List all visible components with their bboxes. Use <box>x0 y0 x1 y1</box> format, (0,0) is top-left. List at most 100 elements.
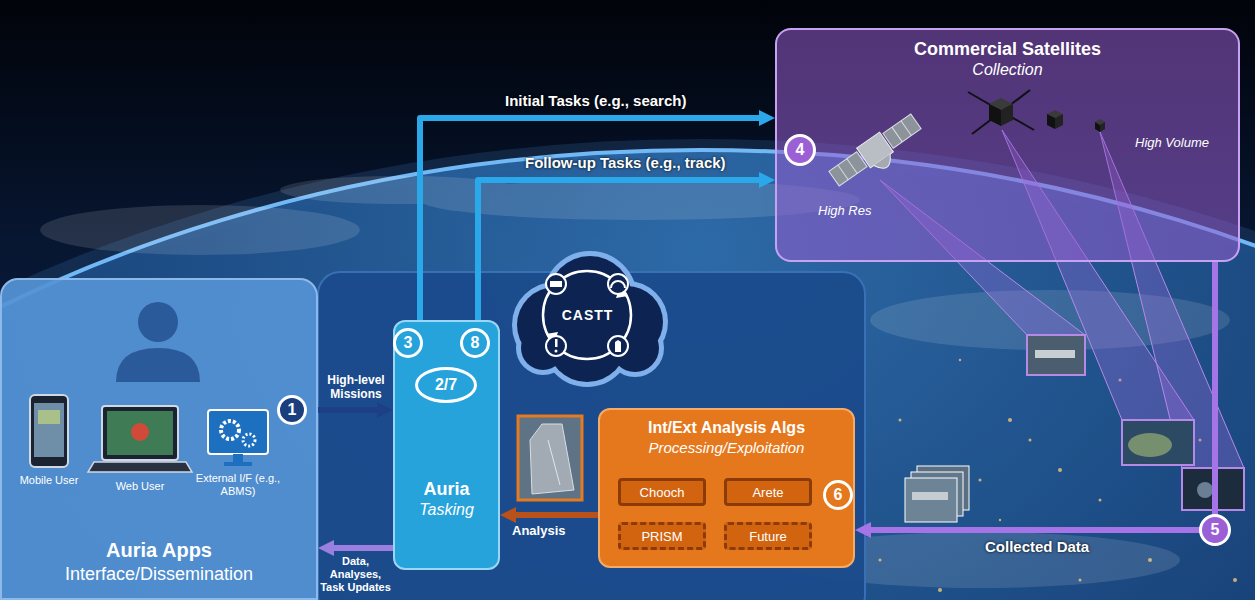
callout-number: 8 <box>460 328 490 358</box>
part-label: External I/F (e.g., ABMS) <box>188 472 288 498</box>
node-text: Tasking <box>419 500 474 520</box>
svg-rect <box>829 152 867 186</box>
svg-polygon <box>1095 122 1100 132</box>
node-text: CASTT <box>562 307 614 323</box>
cloud-lobe <box>611 324 659 372</box>
collected-image-stack <box>905 466 969 522</box>
svg-circle <box>555 350 558 353</box>
callout-number: 6 <box>823 480 853 510</box>
node-text: Auria Apps <box>106 538 212 562</box>
svg-polygon <box>1055 114 1063 129</box>
svg-circle <box>1099 499 1102 502</box>
flow-arrow <box>510 512 598 518</box>
svg-circle <box>131 423 149 441</box>
node-text: Interface/Dissemination <box>65 562 253 586</box>
svg-path <box>116 348 200 382</box>
svg-polygon <box>1001 104 1013 126</box>
callout-number: 1 <box>277 395 307 425</box>
node-text: Chooch <box>640 485 685 500</box>
high-res-satellite <box>827 111 928 195</box>
svg-ellipse <box>1128 433 1172 457</box>
edge-label: Collected Data <box>985 538 1089 555</box>
phone-icon <box>30 395 68 467</box>
node-text: Commercial Satellites <box>914 38 1101 60</box>
svg-circle <box>1197 482 1213 498</box>
carrier-image <box>518 416 582 500</box>
svg-rect <box>1035 350 1075 358</box>
cloud-lobe <box>547 302 627 382</box>
svg-path <box>611 281 625 288</box>
svg-polygon <box>989 104 1001 126</box>
svg-rect <box>208 410 268 454</box>
node-text: Arete <box>752 485 783 500</box>
part-label: High Res <box>818 203 871 218</box>
svg-ellipse <box>40 205 360 255</box>
edge-label: Initial Tasks (e.g., search) <box>505 92 686 109</box>
algorithm-box: Chooch <box>618 478 706 506</box>
flow-arrow <box>318 407 383 413</box>
castt-cycle-icon <box>543 271 631 359</box>
svg-polygon <box>88 462 192 472</box>
svg-rect <box>34 403 64 457</box>
svg-circle <box>546 336 566 356</box>
image-thumbnails <box>1027 335 1244 510</box>
svg-circle <box>899 419 902 422</box>
svg-line <box>847 159 857 174</box>
svg-path <box>874 154 896 173</box>
future-algorithm-box: PRISM <box>618 522 706 550</box>
svg-circle <box>243 434 255 446</box>
node-text: PRISM <box>641 529 682 544</box>
flow-arrow <box>865 262 1215 530</box>
svg-rect <box>38 410 60 424</box>
cloud-lobe <box>611 324 659 372</box>
svg-rect <box>102 406 178 460</box>
svg-polygon <box>1100 122 1105 132</box>
node-text: Future <box>749 529 787 544</box>
svg-circle <box>959 359 961 361</box>
node-text: Collection <box>972 60 1042 80</box>
laptop-icon <box>88 406 192 472</box>
svg-circle <box>938 588 942 592</box>
callout-number: 3 <box>393 328 423 358</box>
svg-rect <box>1027 335 1085 375</box>
svg-line <box>968 92 1034 130</box>
svg-rect <box>883 114 921 148</box>
edge-label: Data, Analyses, Task Updates <box>318 555 393 594</box>
castt-cloud: CASTT <box>505 240 670 390</box>
cloud-lobe <box>547 302 627 382</box>
user-icon <box>116 302 200 382</box>
svg-line <box>548 440 560 485</box>
svg-line <box>838 165 848 180</box>
svg-line <box>901 121 911 136</box>
svg-circle <box>1008 418 1012 422</box>
svg-line <box>892 127 902 142</box>
svg-rect <box>555 339 558 347</box>
part-label: Mobile User <box>6 474 92 486</box>
high-volume-satellites <box>968 90 1105 134</box>
callout-number: 5 <box>1199 514 1231 546</box>
future-algorithm-box: Future <box>724 522 812 550</box>
svg-polygon <box>530 424 574 494</box>
flow-arrow <box>328 545 393 551</box>
svg-rect <box>912 492 948 500</box>
svg-circle <box>1058 468 1062 472</box>
svg-circle <box>979 479 982 482</box>
svg-rect <box>1122 420 1194 465</box>
svg-rect <box>233 454 243 462</box>
svg-circle <box>543 271 631 359</box>
svg-path <box>615 340 621 352</box>
svg-circle <box>608 274 628 294</box>
node-text: Int/Ext Analysis Algs <box>648 418 805 438</box>
part-label: Web User <box>95 480 185 492</box>
svg-circle <box>1079 579 1082 582</box>
svg-circle <box>608 336 628 356</box>
svg-circle <box>1148 558 1152 562</box>
svg-circle <box>546 274 566 294</box>
analysis-box: Int/Ext Analysis AlgsProcessing/Exploita… <box>598 408 855 568</box>
node-text: Auria <box>423 478 469 500</box>
edge-label: High-level Missions <box>320 373 392 401</box>
svg-circle <box>999 519 1001 521</box>
svg-rect <box>224 462 252 466</box>
svg-rect <box>905 478 957 522</box>
cloud-lobe <box>521 326 565 370</box>
